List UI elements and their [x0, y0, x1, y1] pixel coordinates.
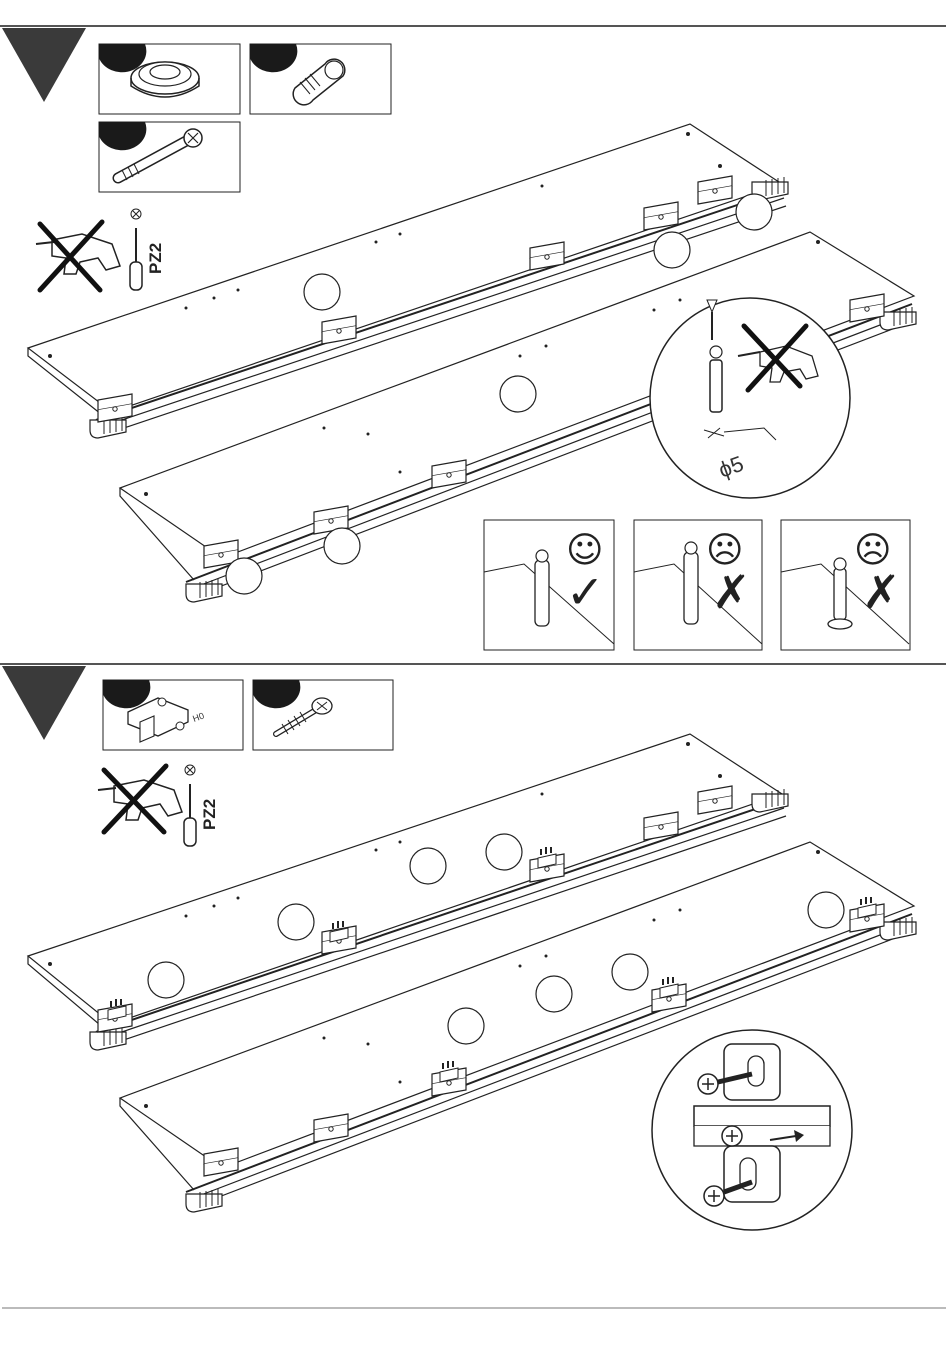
- tool-size-label: PZ2: [146, 243, 165, 274]
- detail-bracket-adjustment: [652, 1030, 852, 1230]
- tool-size-label: PZ2: [200, 799, 219, 830]
- part-box-hanging-bracket: H0: [103, 680, 243, 750]
- no-power-drill-icon: [98, 766, 182, 832]
- insertion-check-correct: ☺ ✓: [484, 520, 614, 650]
- no-power-drill-icon: [36, 222, 120, 290]
- cross-mark-icon: ✗: [862, 565, 901, 619]
- part-box-wooden-dowel: [250, 44, 391, 114]
- insertion-check-too-deep: ☹ ✗: [634, 520, 762, 650]
- step2-triangle-marker: [2, 666, 86, 740]
- insertion-check-too-shallow: ☹ ✗: [781, 520, 910, 650]
- cross-mark-icon: ✗: [712, 565, 751, 619]
- screwdriver-icon: [130, 209, 142, 290]
- check-mark-icon: ✓: [566, 565, 605, 619]
- step1-triangle-marker: [2, 28, 86, 102]
- part-box-cam-lock-housing: [99, 44, 240, 114]
- part-box-wood-screw: [253, 680, 393, 750]
- part-box-cam-bolt: [99, 122, 240, 192]
- screwdriver-icon: [184, 765, 196, 846]
- screw-middle-icon: [722, 1126, 742, 1146]
- detail-cam-bolt-insert: ϕ5: [650, 298, 850, 498]
